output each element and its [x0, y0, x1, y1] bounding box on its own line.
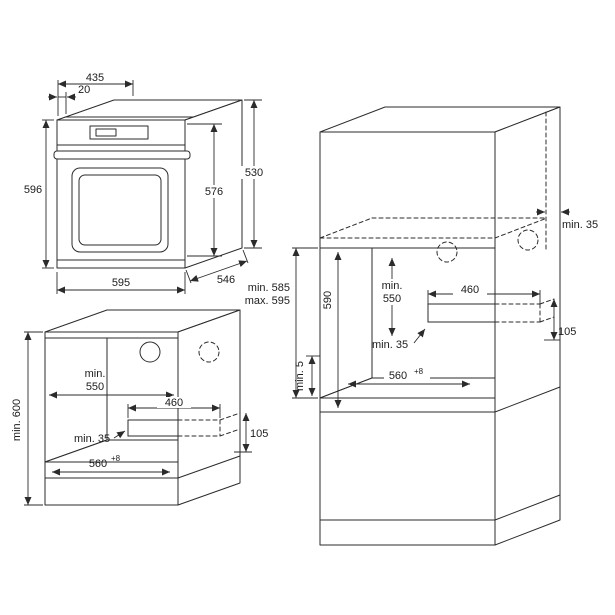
tall-dim-560: 560 — [389, 370, 407, 382]
base-dim-550: 550 — [86, 381, 104, 393]
tall-cabinet-drawing: min. 585 max. 595 590 min. 550 460 min. … — [245, 106, 598, 546]
tall-dim-min-label: min. — [382, 280, 403, 292]
niche-left-wall — [319, 227, 373, 399]
oven-dim-435: 435 — [86, 72, 104, 84]
tall-dim-min-585: min. 585 — [248, 282, 290, 294]
tall-dim-550: 550 — [383, 293, 401, 305]
tall-dim-460: 460 — [461, 284, 479, 296]
oven-dim-576: 576 — [205, 186, 223, 198]
oven-dim-596: 596 — [24, 184, 42, 196]
oven-dim-20: 20 — [78, 84, 90, 96]
service-cutout — [427, 303, 496, 323]
vent-hole-hidden — [436, 241, 458, 263]
door-handle — [53, 150, 191, 160]
base-dim-min-label: min. — [85, 368, 106, 380]
oven-drawing: 435 20 596 576 530 595 546 — [24, 72, 268, 294]
oven-dim-595: 595 — [112, 277, 130, 289]
base-dim-105: 105 — [250, 428, 268, 440]
lower-panel — [319, 397, 496, 546]
cabinet-base-front — [44, 461, 179, 506]
base-dim-min-35: min. 35 — [74, 433, 110, 445]
vent-hole-hidden — [198, 341, 220, 363]
tall-dim-590: 590 — [322, 291, 334, 309]
tall-dim-105: 105 — [558, 326, 576, 338]
tall-dim-560-tolerance: +8 — [414, 367, 424, 376]
base-dim-560: 560 — [89, 458, 107, 470]
tall-dim-max-595: max. 595 — [245, 295, 290, 307]
cabinet-right-face — [494, 106, 561, 546]
upper-panel — [319, 131, 496, 249]
tall-dim-min-35: min. 35 — [372, 339, 408, 351]
tall-dim-min-35-top: min. 35 — [562, 219, 598, 231]
oven-right-face — [184, 99, 243, 269]
vent-hole-hidden-side — [517, 229, 539, 251]
base-dim-460: 460 — [165, 397, 183, 409]
vent-hole — [139, 341, 161, 363]
tall-dim-min-5: min. 5 — [294, 361, 306, 391]
base-cabinet-drawing: min. 550 min. 600 460 min. 35 105 560 +8 — [11, 309, 268, 506]
base-dim-560-tolerance: +8 — [111, 454, 121, 463]
base-dim-min-600: min. 600 — [11, 399, 23, 441]
oven-dim-530: 530 — [245, 167, 263, 179]
oven-dimension-lines — [42, 80, 262, 294]
service-cutout — [127, 419, 179, 437]
oven-dim-546: 546 — [217, 274, 235, 286]
